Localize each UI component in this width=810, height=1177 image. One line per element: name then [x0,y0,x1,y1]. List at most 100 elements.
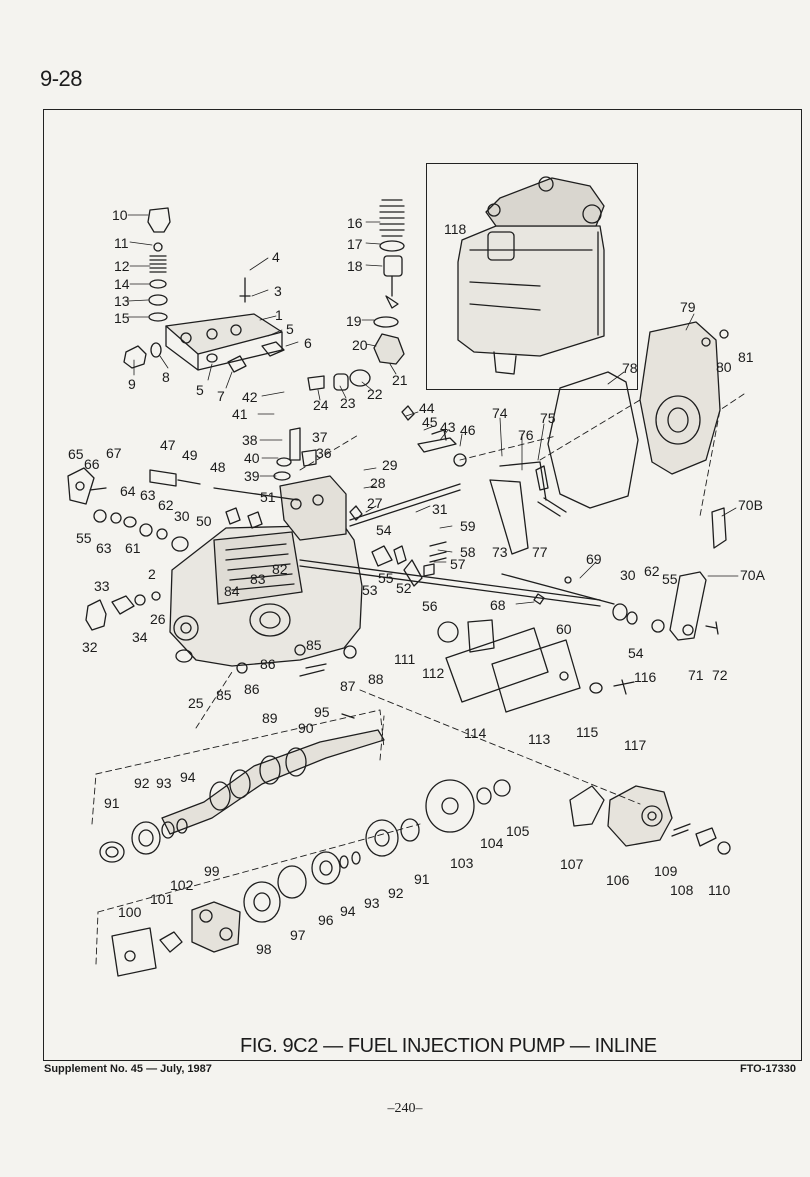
callout-label: 46 [460,422,476,438]
callout-label: 55 [662,571,678,587]
left-parts-drawing [67,467,189,631]
callout-label: 1 [275,307,283,323]
inspection-cover-drawing [437,619,635,713]
callout-label: 90 [298,720,314,736]
callout-label: 73 [492,544,508,560]
callout-label: 59 [460,518,476,534]
callout-label: 91 [414,871,430,887]
callout-label: 93 [156,775,172,791]
callout-label: 6 [304,335,312,351]
callout-label: 70A [740,567,765,583]
callout-label: 8 [162,369,170,385]
callout-label: 18 [347,258,363,274]
callout-label: 114 [464,725,487,741]
callout-label: 103 [450,855,474,871]
callout-label: 93 [364,895,380,911]
callout-label: 13 [114,293,130,309]
callout-label: 79 [680,299,696,315]
callout-label: 61 [125,540,141,556]
callout-label: 30 [174,508,190,524]
callout-label: 81 [738,349,754,365]
callout-label: 45 [422,414,438,430]
callout-label: 117 [624,737,647,753]
callout-label: 85 [216,687,232,703]
callout-label: 104 [480,835,504,851]
callout-label: 97 [290,927,306,943]
callout-label: 25 [188,695,204,711]
callout-label: 5 [286,321,294,337]
callout-label: 24 [313,397,329,413]
callout-label: 60 [556,621,572,637]
callout-label: 95 [314,704,330,720]
callout-label: 89 [262,710,278,726]
callout-label: 82 [272,561,288,577]
callout-label: 111 [394,651,416,667]
callout-label: 98 [256,941,272,957]
callout-label: 50 [196,513,212,529]
callout-label: 69 [586,551,602,567]
callout-label: 96 [318,912,334,928]
callout-label: 51 [260,489,276,505]
callout-label: 34 [132,629,148,645]
callout-label: 44 [419,400,435,416]
callout-label: 100 [118,904,142,920]
governor-inset-frame [426,163,638,390]
end-plate-drawing [547,321,729,509]
callout-label: 83 [250,571,266,587]
governor-housing-drawing [457,176,605,375]
callout-label: 110 [708,882,731,898]
callout-label: 38 [242,432,258,448]
callout-label: 86 [244,681,260,697]
figure-caption: FIG. 9C2 — FUEL INJECTION PUMP — INLINE [240,1035,657,1057]
control-rack-drawing [149,405,727,641]
callout-label: 66 [84,456,100,472]
callout-label: 76 [518,427,534,443]
callout-label: 92 [388,885,404,901]
callout-label: 109 [654,863,678,879]
callout-label: 52 [396,580,412,596]
callout-label: 30 [620,567,636,583]
callout-label: 65 [68,446,84,462]
page-number: 9-28 [40,66,83,91]
callout-label: 94 [340,903,356,919]
callout-label: 3 [274,283,282,299]
callout-label: 16 [347,215,363,231]
callout-label: 32 [82,639,98,655]
callout-label: 42 [242,389,258,405]
camshaft-drawing [99,713,385,863]
callout-label: 58 [460,544,476,560]
callout-label: 14 [114,276,130,292]
sheet-number: –240– [387,1101,423,1116]
drawing-reference: FTO-17330 [739,1063,796,1075]
callout-label: 57 [450,556,466,572]
drive-coupling-drawing [111,779,511,977]
callout-label: 40 [244,450,260,466]
callout-label: 74 [492,405,508,421]
callout-label: 10 [112,207,128,223]
callout-label: 49 [182,447,198,463]
callout-label: 53 [362,582,378,598]
callout-label: 116 [634,669,657,685]
callout-label: 5 [196,382,204,398]
pump-body-drawing [169,427,363,677]
callout-label: 115 [576,724,599,740]
callout-label: 48 [210,459,226,475]
callout-label: 87 [340,678,356,694]
callout-label: 63 [140,487,156,503]
callout-label: 99 [204,863,220,879]
supplement-note: Supplement No. 45 — July, 1987 [44,1063,212,1075]
callout-label: 85 [306,637,322,653]
callout-label: 101 [150,891,174,907]
callout-label: 7 [217,388,225,404]
callout-label: 75 [540,410,556,426]
callout-label: 56 [422,598,438,614]
callout-label: 106 [606,872,630,888]
callout-label: 12 [114,258,130,274]
callout-label: 55 [76,530,92,546]
callout-label: 39 [244,468,260,484]
plunger-spring-drawing [307,199,405,391]
callout-label: 86 [260,656,276,672]
callout-label: 62 [158,497,174,513]
callout-label: 22 [367,386,383,402]
callout-label: 11 [114,235,129,251]
